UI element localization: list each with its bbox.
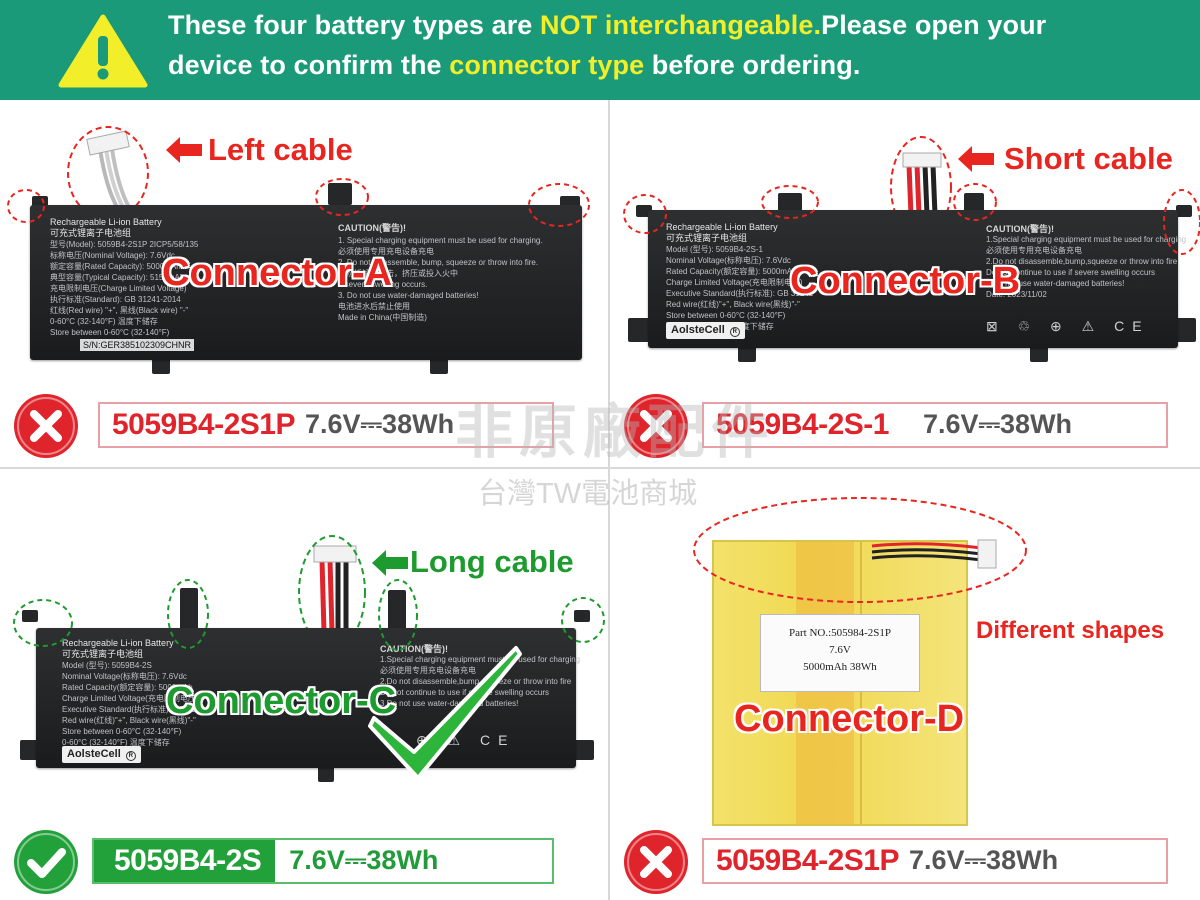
arrow-left-icon: [166, 137, 202, 163]
connector-ring: [7, 189, 45, 223]
checkmark-icon: [368, 646, 522, 780]
mount-tab: [180, 588, 198, 630]
header-line-1: These four battery types are NOT interch…: [168, 10, 1047, 40]
model-bar: 5059B4-2S 7.6V⎓38Wh: [92, 838, 554, 884]
mount-tab: [318, 764, 334, 782]
connector-ring: [13, 599, 73, 647]
model-spec: 7.6V⎓38Wh: [922, 409, 1073, 439]
pouch-label: Part NO.:505984-2S1P 7.6V 5000mAh 38Wh: [760, 614, 920, 692]
mount-tab: [388, 590, 406, 630]
mount-tab: [738, 344, 756, 362]
model-spec: 7.6V⎓38Wh: [289, 845, 439, 875]
cable-d-illustration: [871, 539, 997, 569]
cable-label: Long cable: [410, 544, 574, 579]
battery-b: Rechargeable Li-ion Battery 可充式锂离子电池组 Mo…: [648, 210, 1186, 348]
header-banner: These four battery types are NOT interch…: [0, 0, 1200, 100]
model-bar: 5059B4-2S1P 7.6V⎓38Wh: [98, 402, 554, 448]
connector-ring: [693, 497, 1027, 603]
mount-tab: [964, 193, 984, 213]
watermark-main: 非原廠配件: [455, 400, 776, 465]
mount-tab: [152, 356, 170, 374]
mount-tab: [1174, 318, 1196, 342]
model-bar: 5059B4-2S1P 7.6V⎓38Wh: [702, 838, 1168, 884]
model-spec: 7.6V⎓38Wh: [304, 409, 455, 439]
mount-tab: [778, 193, 802, 213]
connector-title: Connector-C: [166, 680, 397, 722]
connector-ring: [315, 178, 369, 216]
x-circle-icon: [624, 830, 688, 894]
connector-ring: [561, 597, 605, 643]
mount-tab: [1030, 344, 1048, 362]
connector-ring: [953, 183, 997, 221]
connector-ring: [167, 579, 209, 649]
connector-ring: [528, 183, 590, 227]
certification-icons: ⊠ ♲ ⊕ ⚠ CE: [986, 318, 1150, 334]
connector-title: Connector-D: [734, 698, 965, 740]
connector-ring: [1163, 189, 1200, 255]
check-circle-icon: [14, 830, 78, 894]
watermark-sub: 台灣TW電池商城: [478, 478, 698, 510]
horizontal-divider: [0, 467, 1200, 469]
mount-tab: [22, 610, 38, 622]
mount-tab: [574, 610, 590, 622]
mount-tab: [328, 183, 352, 205]
model-number: 5059B4-2S-1: [716, 408, 889, 441]
x-circle-icon: [14, 394, 78, 458]
model-number: 5059B4-2S: [94, 840, 276, 882]
warning-icon: [58, 14, 148, 88]
x-circle-icon: [624, 394, 688, 458]
mount-tab: [1176, 205, 1192, 217]
cable-a-illustration: [67, 126, 149, 215]
connector-title: Connector-B: [790, 260, 1021, 302]
mount-tab: [572, 740, 594, 760]
connector-title: Connector-A: [162, 252, 393, 294]
model-number: 5059B4-2S1P: [112, 408, 295, 441]
arrow-left-icon: [958, 146, 994, 172]
battery-a: Rechargeable Li-ion Battery 可充式锂离子电池组 型号…: [30, 205, 582, 360]
connector-ring: [761, 185, 819, 219]
mount-tab: [430, 356, 448, 374]
shape-note: Different shapes: [976, 617, 1165, 644]
header-line-2: device to confirm the connector type bef…: [168, 50, 861, 80]
cable-label: Left cable: [208, 132, 353, 167]
cable-label: Short cable: [1004, 141, 1173, 176]
model-bar: 5059B4-2S-1 7.6V⎓38Wh: [702, 402, 1168, 448]
connector-ring: [623, 194, 667, 234]
serial-number-label: S/N:GER385102309CHNR: [80, 339, 195, 351]
model-number: 5059B4-2S1P: [716, 844, 899, 877]
connector-ring: [378, 579, 418, 651]
model-spec: 7.6V⎓38Wh: [908, 845, 1059, 875]
arrow-left-icon: [372, 550, 408, 576]
mount-tab: [628, 318, 650, 342]
vertical-divider: [608, 100, 610, 900]
